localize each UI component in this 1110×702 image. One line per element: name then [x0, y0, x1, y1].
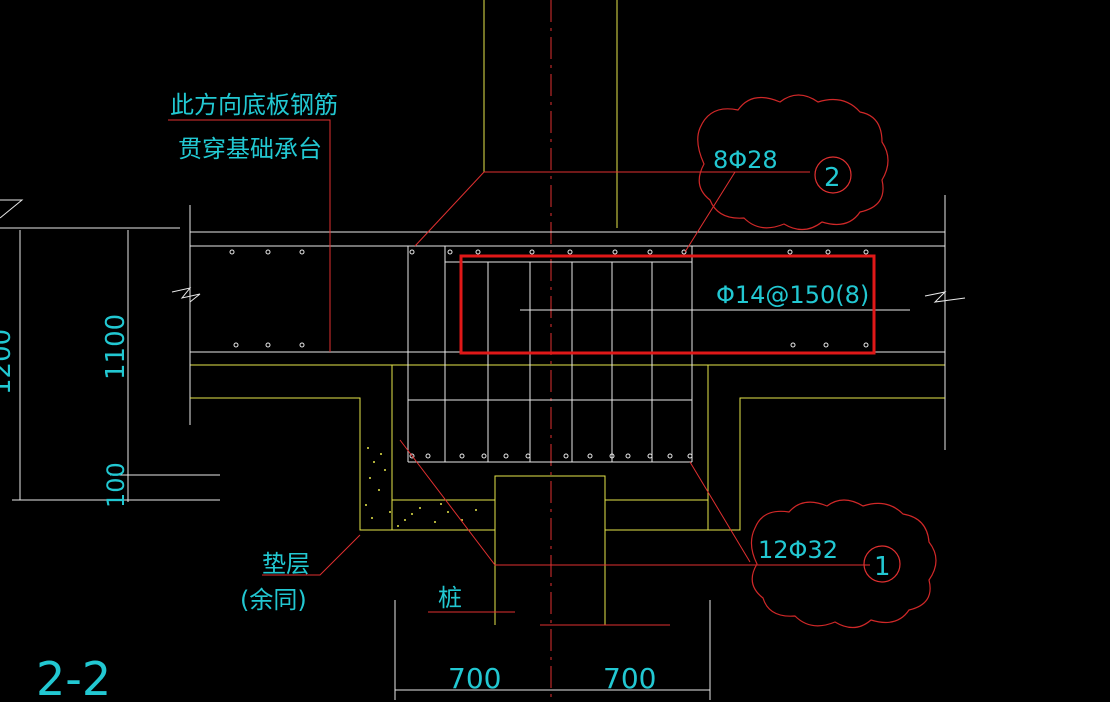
tag-circle-1	[863, 545, 901, 583]
tag-circle-2	[814, 156, 852, 194]
section-label: 2-2	[36, 652, 111, 702]
pile-outline	[494, 475, 606, 625]
cushion-label-line1: 垫层	[262, 550, 310, 578]
dim-height-total: 1200	[0, 329, 17, 395]
rebar-top-tag: 2	[824, 163, 841, 193]
note-line1: 此方向底板钢筋	[170, 91, 338, 119]
dim-width-right: 700	[603, 662, 656, 695]
leader-lines	[168, 119, 870, 626]
rebar-top-label: 8Φ28	[713, 146, 778, 174]
note-line2: 贯穿基础承台	[178, 135, 322, 163]
column-outline	[483, 0, 618, 228]
revision-cloud-top	[697, 94, 889, 231]
cushion-hatch	[365, 447, 477, 527]
rebar-cage	[407, 246, 910, 463]
rebar-dots	[229, 249, 869, 459]
slab-outline	[171, 195, 966, 450]
pile-cap-outline	[190, 365, 945, 531]
highlight-box	[459, 254, 876, 355]
pile-label: 桩	[438, 584, 462, 612]
cushion-label-line2: (余同)	[240, 586, 307, 614]
stirrup-label: Φ14@150(8)	[716, 281, 869, 309]
dim-width-left: 700	[448, 662, 501, 695]
rebar-bottom-tag: 1	[874, 552, 891, 582]
rebar-bottom-label: 12Φ32	[758, 536, 838, 564]
dimension-lines	[0, 199, 711, 700]
dim-height-main: 1100	[101, 314, 131, 380]
revision-cloud-bottom	[750, 499, 937, 629]
dim-height-cushion: 100	[102, 462, 130, 508]
